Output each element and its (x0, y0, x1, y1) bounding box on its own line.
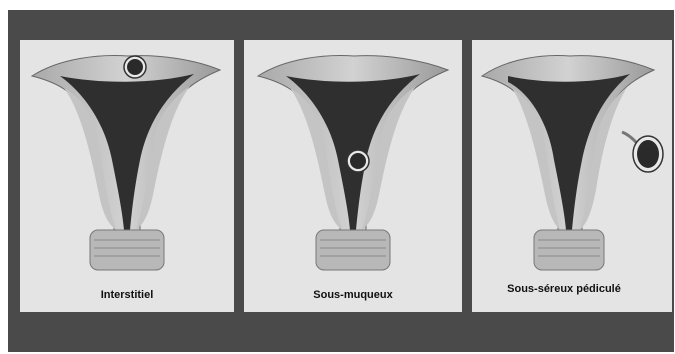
uterus-illustration-sous-muqueux (244, 40, 462, 312)
cervix (534, 230, 604, 270)
panel-sous-sereux-pedicule: Sous-séreux pédiculé (472, 40, 672, 312)
caption-sous-sereux-pedicule: Sous-séreux pédiculé (472, 283, 664, 295)
caption-interstitiel: Interstitiel (20, 289, 234, 301)
caption-sous-muqueux: Sous-muqueux (244, 289, 462, 301)
cervix (316, 230, 390, 270)
panel-interstitiel: Interstitiel (20, 40, 234, 312)
uterus-illustration-interstitiel (20, 40, 234, 312)
panel-sous-muqueux: Sous-muqueux (244, 40, 462, 312)
uterus-illustration-sous-sereux (472, 40, 672, 312)
cervix (90, 230, 164, 270)
